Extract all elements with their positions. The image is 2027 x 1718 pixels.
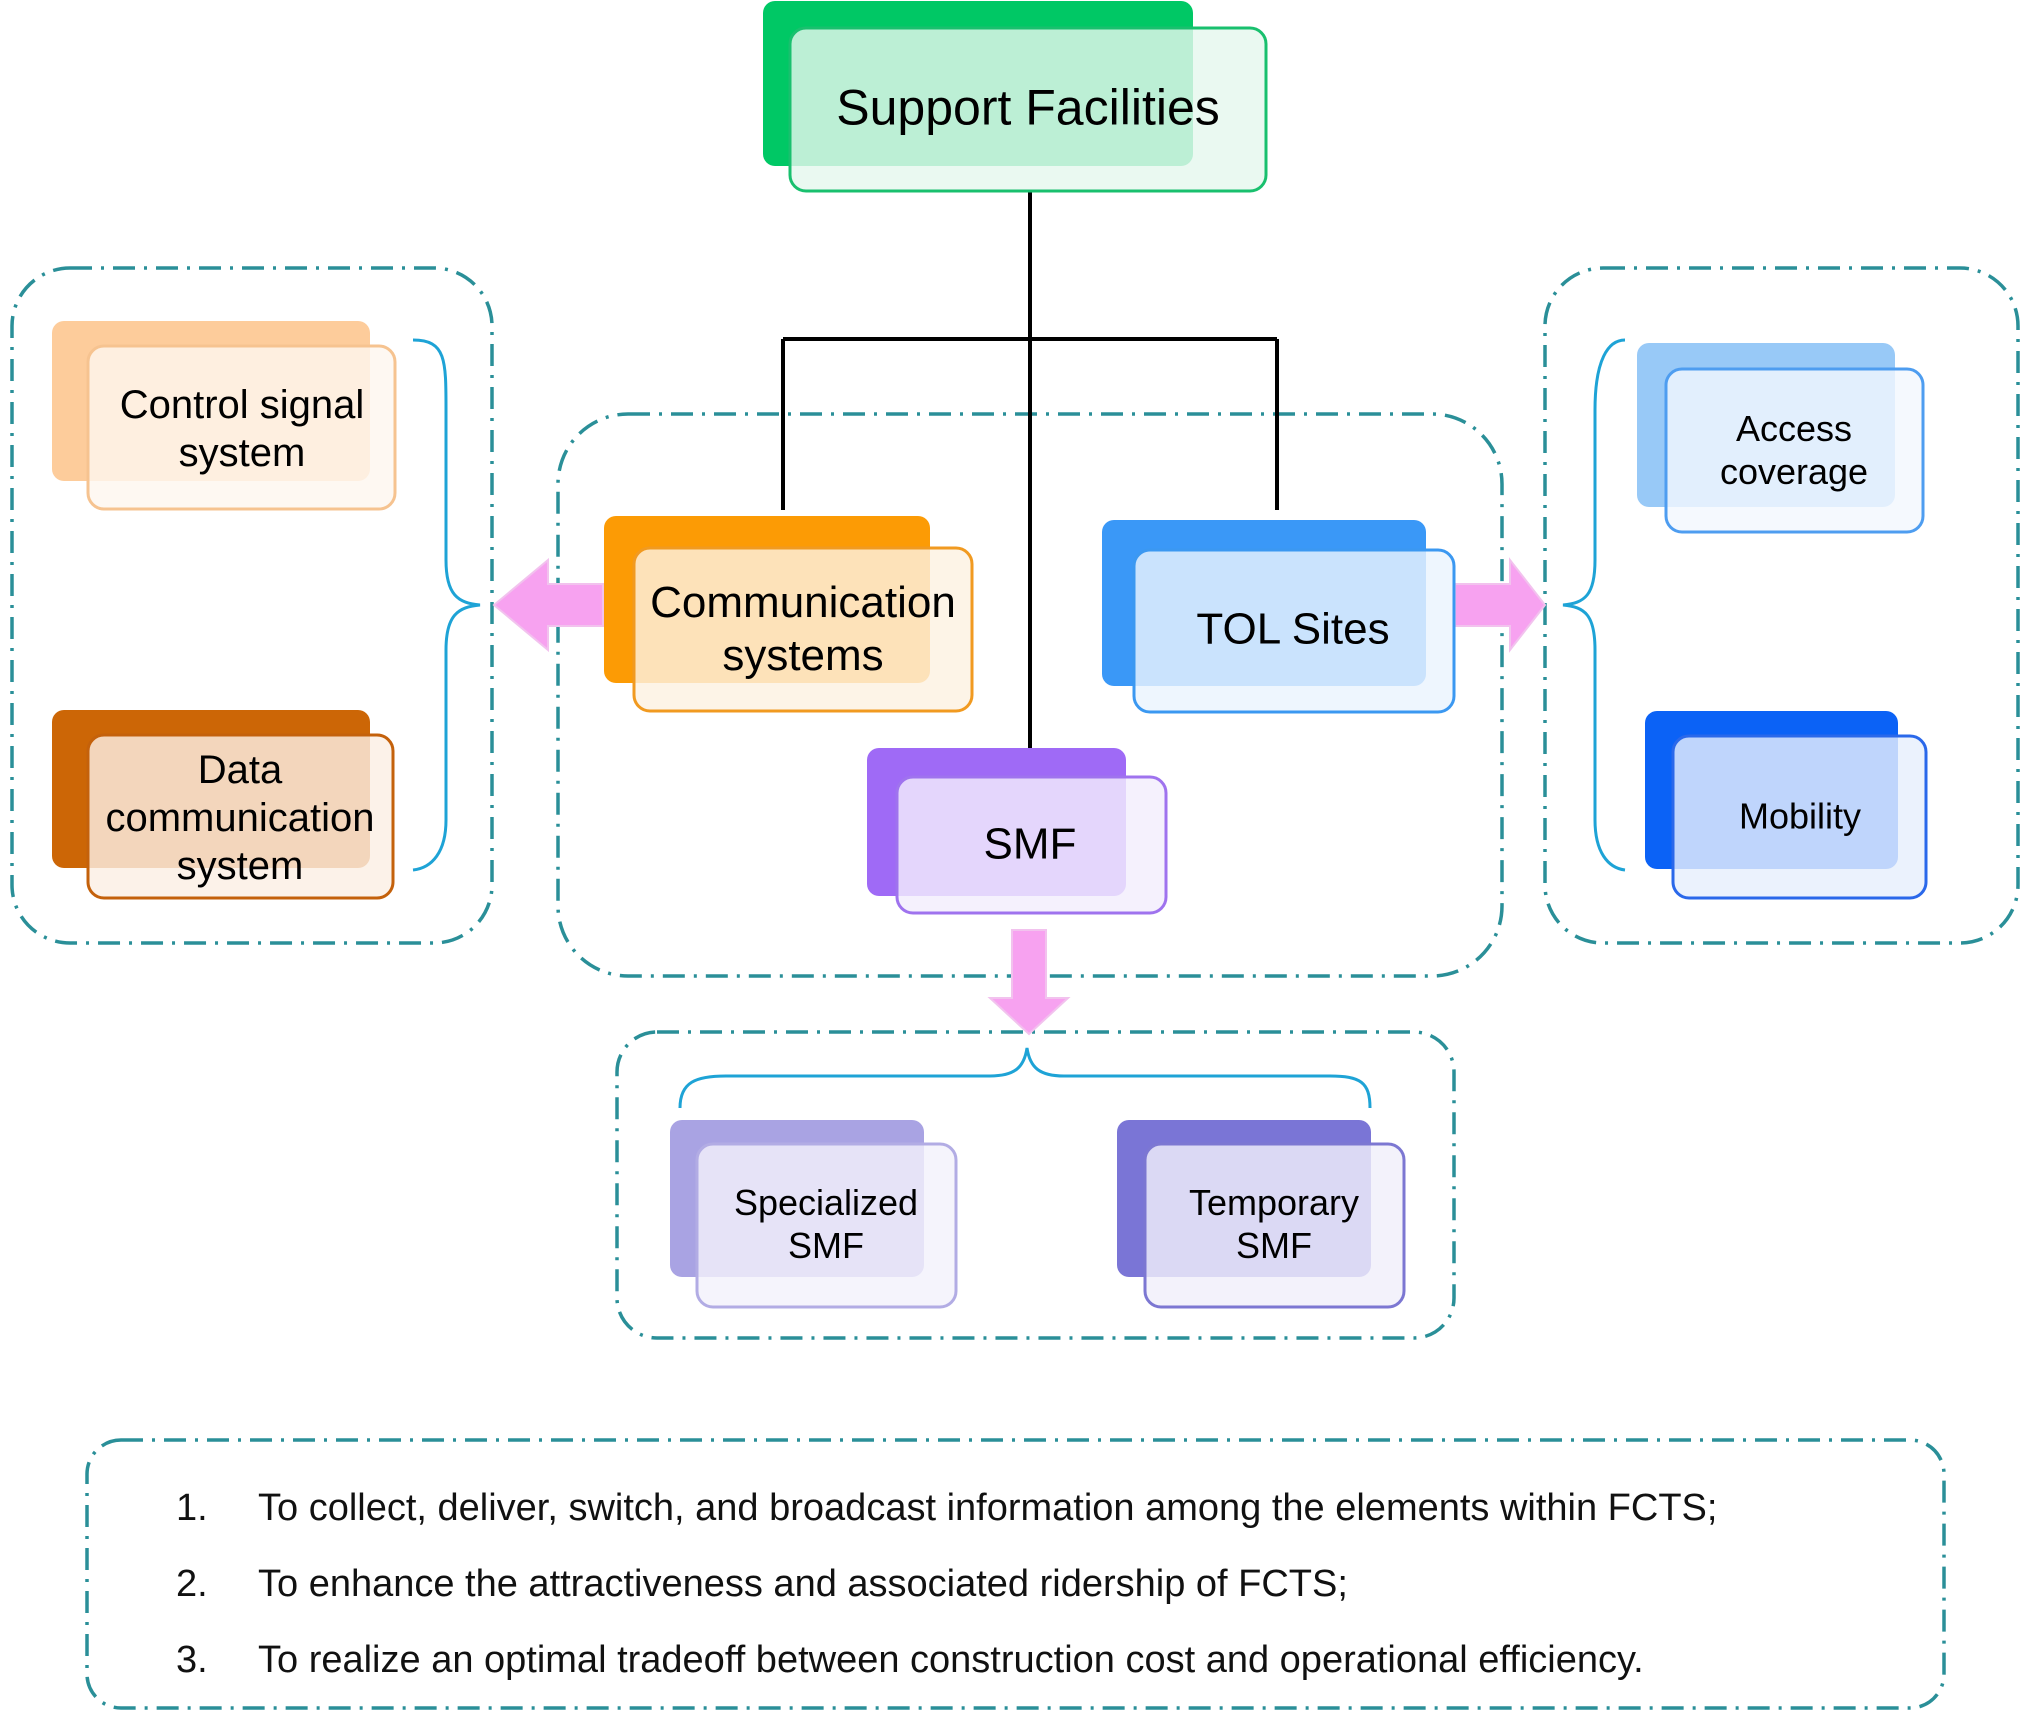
root-box-support-facilities-label: Support Facilities bbox=[836, 80, 1220, 136]
box-data-communication-system-label: system bbox=[177, 844, 304, 888]
box-mobility: Mobility bbox=[1645, 711, 1928, 900]
communication-details-brace bbox=[412, 338, 481, 872]
objective-text: To collect, deliver, switch, and broadca… bbox=[258, 1487, 1718, 1529]
box-data-communication-system-label: communication bbox=[105, 796, 374, 840]
box-specialized-smf-label: SMF bbox=[788, 1225, 864, 1266]
box-control-signal-system-label: Control signal bbox=[120, 383, 365, 427]
objective-number: 2. bbox=[176, 1563, 208, 1605]
tree-connectors bbox=[781, 190, 1279, 748]
box-tol-sites-front-panel bbox=[1132, 548, 1456, 714]
box-specialized-smf-front-panel bbox=[695, 1142, 958, 1309]
box-smf: SMF bbox=[867, 748, 1168, 915]
box-tol-sites: TOL Sites bbox=[1102, 520, 1456, 714]
box-temporary-smf-front-panel bbox=[1143, 1142, 1406, 1309]
box-tol-sites-label: TOL Sites bbox=[1196, 604, 1389, 653]
objectives-list: 1. To collect, deliver, switch, and broa… bbox=[176, 1470, 1936, 1698]
box-specialized-smf-label: Specialized bbox=[734, 1182, 918, 1223]
objective-item: 1. To collect, deliver, switch, and broa… bbox=[176, 1470, 1936, 1546]
objective-number: 1. bbox=[176, 1487, 208, 1529]
box-mobility-front-panel bbox=[1671, 734, 1928, 900]
box-communication-systems-label: systems bbox=[722, 631, 883, 680]
root-box-support-facilities: Support Facilities bbox=[763, 1, 1268, 193]
box-access-coverage-label: coverage bbox=[1720, 451, 1868, 492]
objective-text: To realize an optimal tradeoff between c… bbox=[258, 1639, 1644, 1681]
objectives-region bbox=[85, 1438, 1946, 1710]
objective-item: 3. To realize an optimal tradeoff betwee… bbox=[176, 1622, 1936, 1698]
box-access-coverage-front-panel bbox=[1664, 367, 1925, 534]
box-data-communication-system-label: Data bbox=[198, 748, 283, 792]
box-smf-front-panel bbox=[895, 775, 1168, 915]
box-communication-systems-front-panel bbox=[632, 546, 974, 713]
objective-item: 2. To enhance the attractiveness and ass… bbox=[176, 1546, 1936, 1622]
root-box-support-facilities-front-panel bbox=[788, 26, 1268, 193]
box-temporary-smf-label: Temporary bbox=[1189, 1182, 1359, 1223]
left-arrow bbox=[492, 557, 604, 653]
smf-details-brace bbox=[678, 1047, 1372, 1109]
box-mobility-label: Mobility bbox=[1739, 796, 1861, 837]
right-arrow bbox=[1454, 557, 1547, 653]
box-control-signal-system-front-panel bbox=[86, 344, 397, 511]
box-access-coverage-label: Access bbox=[1736, 408, 1852, 449]
box-smf-label: SMF bbox=[984, 819, 1077, 868]
box-communication-systems-label: Communication bbox=[650, 578, 956, 627]
communication-details-region bbox=[10, 266, 494, 945]
box-temporary-smf-label: SMF bbox=[1236, 1225, 1312, 1266]
objective-text: To enhance the attractiveness and associ… bbox=[258, 1563, 1348, 1605]
objective-number: 3. bbox=[176, 1639, 208, 1681]
box-control-signal-system-label: system bbox=[179, 431, 306, 475]
tol-details-brace bbox=[1562, 338, 1626, 872]
down-arrow bbox=[987, 929, 1071, 1036]
smf-details-region bbox=[615, 1030, 1456, 1340]
box-data-communication-system-front-panel bbox=[86, 733, 395, 900]
